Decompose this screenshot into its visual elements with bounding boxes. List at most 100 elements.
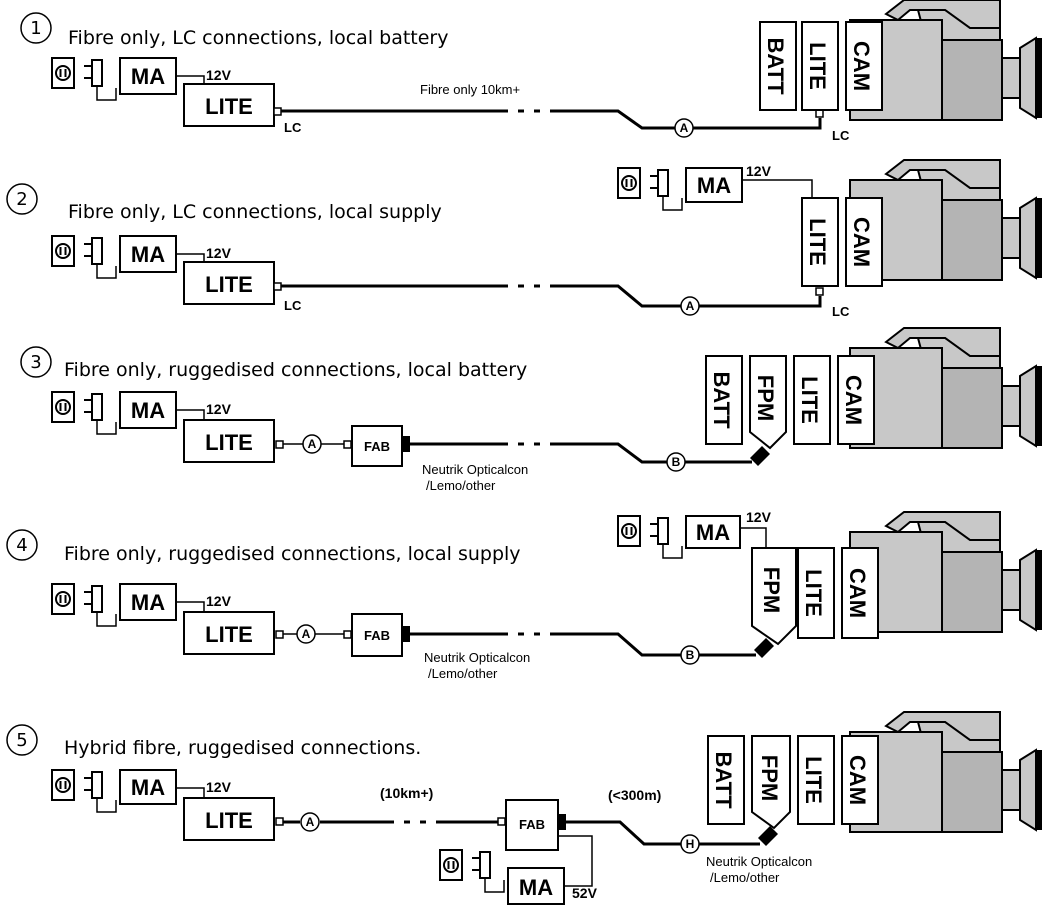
ma-label: MA	[131, 64, 165, 89]
wall-socket-icon	[617, 515, 641, 547]
lc-port	[497, 817, 506, 826]
voltage-label: 12V	[206, 245, 232, 261]
lite-box	[801, 21, 839, 111]
rugged-connector	[402, 436, 410, 452]
lite-box	[183, 419, 275, 463]
lite-label: LITE	[805, 218, 830, 266]
plug-icon	[649, 169, 683, 211]
batt-label: BATT	[763, 37, 788, 95]
lc-port	[343, 630, 352, 639]
lc-port	[343, 440, 352, 449]
power-wire	[176, 253, 205, 262]
lite-box	[183, 261, 275, 305]
wall-socket-icon	[51, 235, 75, 267]
batt-box	[707, 735, 745, 825]
connector-a-label: A	[680, 121, 689, 135]
neutrik-label: /Lemo/other	[428, 666, 498, 681]
plug-icon	[83, 237, 117, 279]
ma-box	[685, 167, 743, 203]
lite-label: LITE	[205, 430, 253, 455]
scenario-number: 3	[30, 352, 41, 373]
scenario-number-badge	[6, 183, 38, 215]
power-wire	[740, 527, 767, 548]
lc-label: LC	[832, 304, 850, 319]
connector-b	[666, 452, 686, 472]
lite-box	[797, 735, 835, 825]
wall-socket-icon	[617, 167, 641, 199]
lc-port	[815, 287, 824, 296]
scenario-number: 4	[16, 535, 27, 556]
fab-box	[351, 613, 403, 657]
connector-a-label: A	[302, 627, 311, 641]
fibre-cable	[410, 632, 756, 657]
camera-icon	[849, 327, 1043, 449]
fab-label: FAB	[364, 628, 390, 643]
batt-box	[759, 21, 797, 111]
distance-label: (<300m)	[608, 787, 661, 803]
connector-a-label: A	[308, 437, 317, 451]
power-wire	[176, 787, 205, 798]
fibre-cable	[281, 109, 822, 130]
scenario-title: Fibre only, ruggedised connections, loca…	[64, 543, 521, 565]
lite-label: LITE	[801, 756, 826, 804]
scenario-number-badge	[20, 346, 52, 378]
fpm-box	[751, 735, 791, 830]
distance-label: (10km+)	[380, 785, 433, 801]
rugged-connector	[754, 638, 774, 658]
lc-label: LC	[284, 298, 302, 313]
neutrik-label: Neutrik Opticalcon	[424, 650, 530, 665]
lite-label: LITE	[205, 94, 253, 119]
fpm-box	[751, 547, 797, 646]
plug-icon	[471, 851, 505, 893]
lc-port	[273, 107, 282, 116]
scenario-5: 5 Hybrid fibre, ruggedised connections. …	[6, 711, 1043, 905]
connector-a	[674, 118, 694, 138]
wall-socket-icon	[439, 849, 463, 881]
fibre-cable	[410, 442, 752, 464]
voltage-label: 12V	[746, 163, 772, 179]
fibre-note: Fibre only 10km+	[420, 82, 520, 97]
neutrik-label: Neutrik Opticalcon	[706, 854, 812, 869]
fpm-label: FPM	[759, 567, 784, 613]
scenario-number-badge	[6, 724, 38, 756]
rugged-connector	[758, 826, 778, 846]
scenario-number-badge	[6, 529, 38, 561]
rugged-connector	[750, 446, 770, 466]
lc-port	[275, 817, 284, 826]
cam-label: CAM	[849, 41, 874, 91]
cam-box	[845, 21, 883, 111]
fpm-box	[749, 355, 787, 450]
plug-icon	[83, 585, 117, 627]
lite-box	[797, 547, 835, 639]
scenario-title: Fibre only, LC connections, local supply	[68, 201, 442, 223]
fibre-cable	[281, 284, 822, 308]
plug-icon	[649, 517, 683, 559]
power-wire	[176, 75, 205, 84]
ma-box	[119, 57, 177, 95]
ma-label: MA	[131, 590, 165, 615]
batt-label: BATT	[711, 751, 736, 809]
plug-icon	[83, 59, 117, 101]
cam-box	[841, 735, 879, 825]
ma-label: MA	[519, 875, 553, 900]
lite-box	[183, 83, 275, 127]
rugged-connector	[558, 814, 566, 830]
lite-box	[183, 797, 275, 841]
connector-b	[680, 645, 700, 665]
cam-label: CAM	[849, 217, 874, 267]
connector-a-label: A	[686, 299, 695, 313]
scenario-4: 4 Fibre only, ruggedised connections, lo…	[6, 509, 1043, 681]
scenario-number: 1	[30, 18, 41, 39]
ma-box	[119, 391, 177, 429]
lc-port	[815, 109, 824, 118]
scenario-title: Hybrid fibre, ruggedised connections.	[64, 737, 421, 759]
plug-icon	[83, 771, 117, 813]
connector-a-label: A	[306, 815, 315, 829]
cam-box	[845, 197, 883, 287]
scenario-number: 5	[16, 730, 27, 751]
ma-box	[119, 235, 177, 273]
cam-label: CAM	[841, 375, 866, 425]
connector-a	[680, 296, 700, 316]
wall-socket-icon	[51, 57, 75, 89]
lc-label: LC	[832, 128, 850, 143]
